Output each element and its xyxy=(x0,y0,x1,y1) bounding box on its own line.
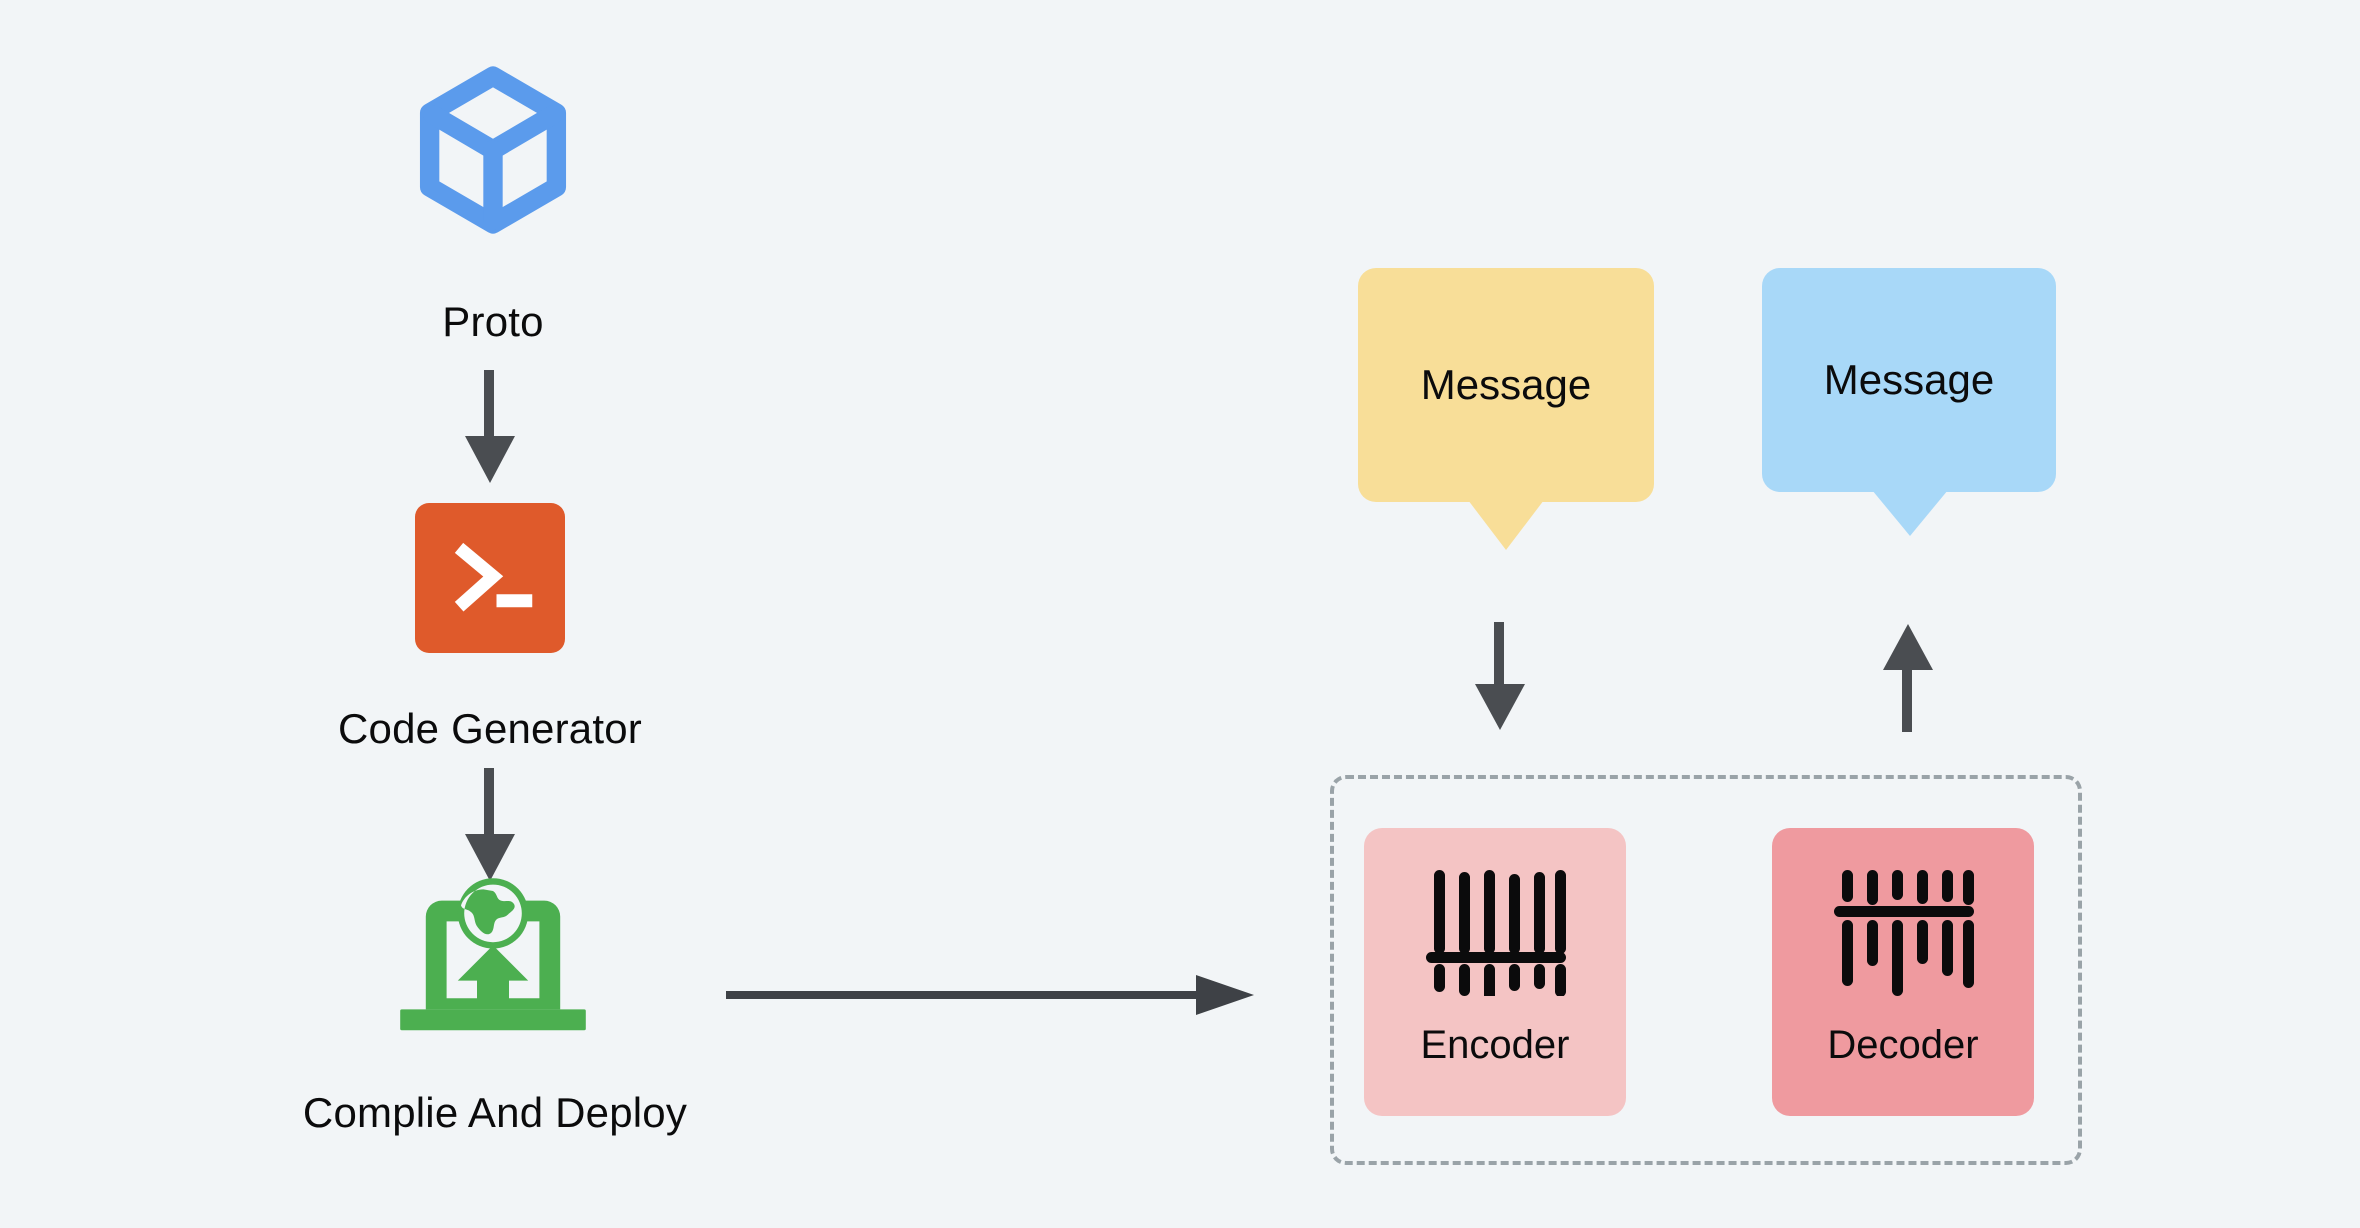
codec-card-decoder[interactable]: Decoder xyxy=(1772,828,2034,1116)
bubble-tail-icon xyxy=(1872,490,1948,536)
node-generator-caption: Code Generator xyxy=(170,678,810,750)
code-generator-label: Code Generator xyxy=(338,705,642,752)
node-deploy xyxy=(390,875,596,1035)
terminal-icon xyxy=(415,503,565,653)
arrow-proto-to-generator xyxy=(455,370,525,490)
node-proto-caption: Proto xyxy=(333,275,653,343)
node-proto xyxy=(413,62,573,238)
arrow-generator-to-deploy xyxy=(455,768,525,888)
arrow-decoder-to-message xyxy=(1874,622,1942,737)
barcode-decoder-icon xyxy=(1830,864,1976,1001)
decoder-label: Decoder xyxy=(1827,1023,1979,1067)
message-bubble-request: Message xyxy=(1358,268,1654,550)
laptop-upload-globe-icon xyxy=(390,875,596,1035)
arrow-deploy-to-codec xyxy=(726,965,1256,1030)
barcode-encoder-icon xyxy=(1422,864,1568,1002)
message-bubble-response: Message xyxy=(1762,268,2056,536)
bubble-tail-icon xyxy=(1468,500,1544,550)
node-deploy-caption: Complie And Deploy xyxy=(120,1068,870,1134)
arrow-message-to-encoder xyxy=(1466,622,1534,737)
message-bubble-response-label: Message xyxy=(1823,356,1995,403)
codec-card-encoder[interactable]: Encoder xyxy=(1364,828,1626,1116)
node-code-generator xyxy=(415,503,565,653)
message-bubble-request-label: Message xyxy=(1420,361,1592,408)
proto-label: Proto xyxy=(442,298,544,345)
deploy-label: Complie And Deploy xyxy=(302,1089,688,1136)
cube-icon xyxy=(405,62,581,238)
codec-group-container xyxy=(1330,775,2082,1165)
encoder-label: Encoder xyxy=(1420,1023,1570,1067)
